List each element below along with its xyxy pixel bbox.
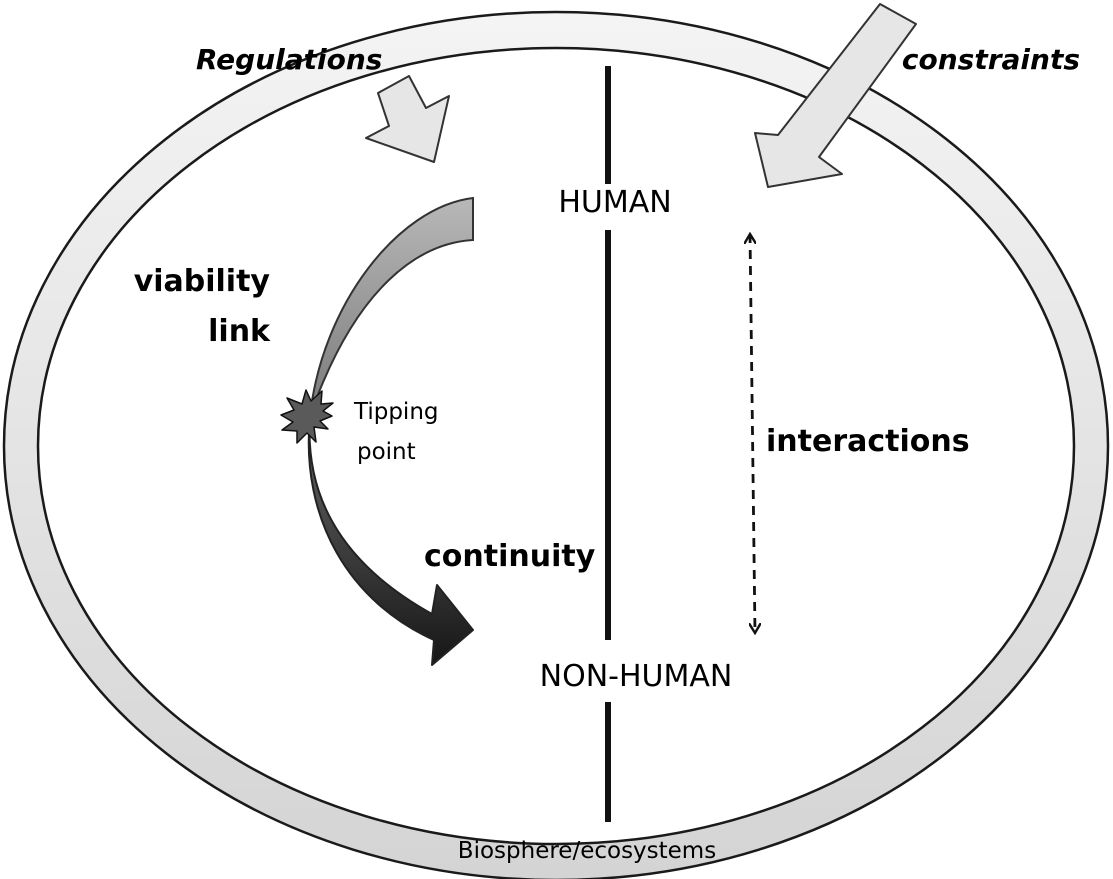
viability-label-line1: viability <box>134 264 271 299</box>
viability-label-line2: link <box>208 314 271 349</box>
regulations-label: Regulations <box>196 43 382 76</box>
tipping-point-star <box>280 389 334 444</box>
constraints-arrow <box>754 3 917 188</box>
biosphere-label: Biosphere/ecosystems <box>458 838 716 864</box>
continuity-arc <box>307 415 474 666</box>
interactions-label: interactions <box>766 424 970 459</box>
constraints-label: constraints <box>902 43 1080 76</box>
continuity-label: continuity <box>424 539 596 574</box>
biosphere-ring <box>2 10 1110 879</box>
regulations-arrow <box>365 75 450 163</box>
tipping-point-label-line2: point <box>357 439 416 465</box>
non-human-label: NON-HUMAN <box>540 659 733 694</box>
viability-link-arc <box>309 196 474 417</box>
human-label: HUMAN <box>558 185 671 220</box>
interactions-arrow <box>750 234 755 633</box>
tipping-point-label-line1: Tipping <box>353 399 439 425</box>
